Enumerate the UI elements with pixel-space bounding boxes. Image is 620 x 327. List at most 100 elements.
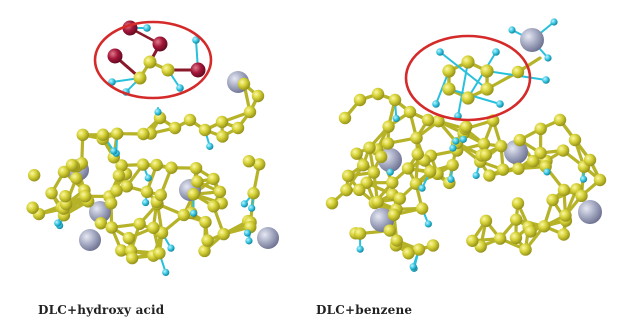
carbon-atom — [168, 121, 182, 135]
metal-atom — [578, 200, 602, 224]
carbon-atom — [213, 185, 227, 199]
carbon-atom — [513, 133, 526, 147]
carbon-atom — [479, 148, 492, 162]
carbon-atom — [557, 228, 570, 241]
carbon-atom — [480, 64, 494, 78]
carbon-atom — [27, 169, 41, 182]
carbon-atom — [593, 173, 607, 187]
carbon-atom — [553, 113, 567, 127]
carbon-atom — [115, 244, 128, 257]
carbon-atom — [546, 193, 559, 207]
carbon-atom — [243, 105, 257, 119]
carbon-atom — [191, 175, 204, 188]
metal-atom — [79, 229, 101, 251]
metal-atom — [89, 201, 111, 223]
bond — [447, 88, 501, 105]
carbon-atom — [363, 141, 376, 154]
carbon-atom — [509, 213, 523, 226]
carbon-atom — [120, 180, 133, 193]
carbon-atom — [133, 217, 146, 231]
carbon-atom — [137, 127, 150, 141]
metal-atom — [520, 28, 544, 52]
hydrogen-atom — [543, 168, 551, 176]
carbon-atom — [534, 146, 547, 160]
hydrogen-atom — [245, 237, 253, 245]
hydrogen-atom — [144, 174, 152, 182]
hydrogen-atom — [248, 204, 256, 212]
hydrogen-atom — [189, 209, 198, 217]
carbon-atom — [526, 155, 540, 168]
caption-right: DLC+benzene — [316, 303, 413, 317]
carbon-atom — [161, 63, 175, 77]
carbon-atom — [356, 159, 370, 172]
carbon-atom — [534, 122, 547, 136]
hydrogen-atom — [54, 219, 62, 227]
hydrogen-atom — [392, 114, 400, 123]
highlight-ellipse-right — [404, 34, 532, 122]
carbon-atom — [512, 162, 525, 175]
carbon-atom — [110, 127, 124, 140]
carbon-atom — [70, 172, 83, 185]
metal-atom — [504, 140, 528, 164]
hydrogen-atom — [542, 76, 550, 84]
carbon-atom — [187, 188, 200, 201]
carbon-atom — [79, 190, 92, 203]
carbon-atom — [556, 144, 570, 157]
carbon-atom — [386, 176, 399, 189]
metal-atom — [257, 227, 279, 249]
bond — [439, 51, 489, 90]
carbon-atom — [401, 162, 415, 175]
carbon-atom — [247, 187, 260, 200]
carbon-atom — [383, 224, 396, 237]
hydrogen-atom — [452, 137, 460, 145]
carbon-atom — [115, 159, 128, 172]
carbon-atom — [65, 158, 79, 172]
hydrogen-atom — [418, 184, 426, 192]
hydrogen-atom — [243, 229, 252, 237]
carbon-atom — [133, 71, 147, 85]
carbon-atom — [559, 209, 572, 222]
hydrogen-atom — [449, 144, 457, 152]
carbon-atom — [479, 214, 493, 228]
carbon-atom — [583, 153, 597, 167]
hydrogen-atom — [508, 26, 516, 34]
carbon-atom — [480, 82, 494, 96]
carbon-atom — [387, 208, 401, 222]
carbon-atom — [150, 158, 163, 172]
carbon-atom — [198, 123, 212, 137]
hydrogen-atom — [550, 18, 558, 26]
carbon-atom — [217, 227, 230, 241]
carbon-atom — [466, 234, 479, 247]
carbon-atom — [143, 55, 157, 69]
highlight-rings — [93, 20, 532, 122]
carbon-atom — [421, 113, 435, 127]
carbon-atom — [189, 161, 203, 175]
hydrogen-atom — [176, 84, 184, 92]
hydrogen-atom — [424, 220, 432, 228]
carbon-atom — [183, 113, 197, 127]
hydrogen-atom — [206, 142, 214, 150]
carbon-atom — [511, 197, 525, 210]
highlight-ellipse-left — [93, 20, 213, 100]
carbon-atom — [494, 139, 508, 153]
hydrogen-atom — [154, 108, 162, 116]
carbon-atom — [461, 91, 475, 105]
carbon-atom — [122, 231, 136, 245]
carbon-atom — [509, 231, 523, 245]
carbon-atom — [215, 115, 229, 129]
carbon-atom — [26, 201, 39, 214]
carbon-atom — [94, 217, 108, 230]
hydrogen-atom — [544, 54, 552, 62]
hydrogen-atom — [454, 112, 462, 120]
carbon-atom — [381, 137, 395, 150]
carbon-atom — [415, 202, 429, 215]
carbon-atom — [350, 147, 363, 160]
hydrogen-atom — [496, 100, 504, 108]
carbon-atom — [371, 87, 385, 101]
carbon-atom — [59, 190, 72, 203]
carbon-atom — [432, 114, 445, 128]
carbon-atom — [461, 55, 475, 69]
carbon-atom — [410, 131, 423, 145]
